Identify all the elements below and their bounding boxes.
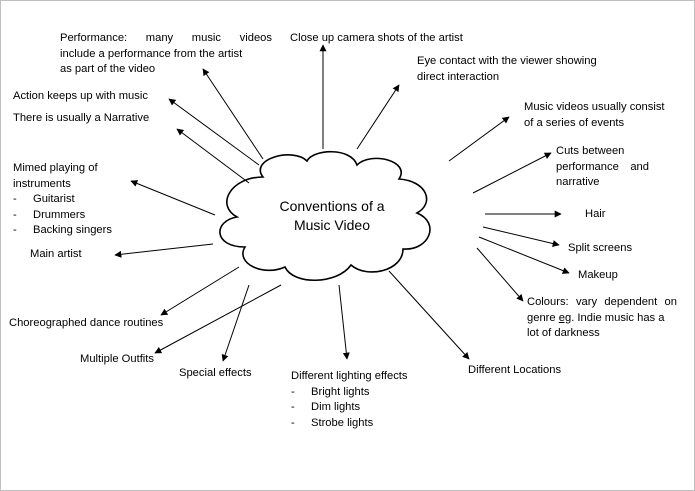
node-lighting-title: Different lighting effects <box>291 370 408 382</box>
arrow-series <box>448 116 510 162</box>
node-action: Action keeps up with music <box>13 90 148 102</box>
node-colours-line-2: genre eg. Indie music has a <box>527 311 665 324</box>
arrow-action <box>168 98 260 166</box>
node-series-line-1: Music videos usually consist <box>524 101 665 113</box>
central-topic-line-2: Music Video <box>293 217 370 233</box>
node-mimed-bullet-3: -Backing singers <box>13 224 112 236</box>
central-cloud <box>219 151 431 282</box>
node-performance: Performance: many music videos include a… <box>60 31 272 78</box>
node-narrative: There is usually a Narrative <box>13 112 150 124</box>
central-topic: Conventions of a Music Video <box>257 197 407 235</box>
node-mimed-line-2: instruments <box>13 177 71 190</box>
node-colours-line-3: lot of darkness <box>527 327 600 339</box>
node-cuts-line-1: Cuts between <box>556 145 625 157</box>
arrow-cuts <box>472 152 552 194</box>
arrow-performance <box>202 68 264 160</box>
arrow-makeup <box>478 236 570 274</box>
arrow-lighting <box>338 284 350 360</box>
node-colours: Colours: vary dependent on genre eg. Ind… <box>527 295 677 342</box>
arrow-split <box>482 226 560 247</box>
node-performance-line-1: Performance: many music videos <box>60 32 272 44</box>
node-eye-contact-line-2: direct interaction <box>417 70 500 83</box>
node-performance-line-3: as part of the video <box>60 63 156 75</box>
arrow-narrative <box>176 128 250 184</box>
node-cuts-line-3: narrative <box>556 176 600 188</box>
node-cuts: Cuts between performance and narrative <box>556 144 649 191</box>
node-lighting-bullet-1: -Bright lights <box>291 385 370 398</box>
node-mimed: Mimed playing of instruments -Guitarist … <box>13 161 112 239</box>
node-series: Music videos usually consist of a series… <box>524 100 665 131</box>
arrow-special <box>221 284 250 362</box>
node-outfits: Multiple Outfits <box>80 353 154 365</box>
arrow-outfits <box>154 284 282 354</box>
node-eye-contact: Eye contact with the viewer showing dire… <box>417 54 597 85</box>
node-mimed-bullet-2: -Drummers <box>13 208 86 221</box>
node-series-line-2: of a series of events <box>524 116 625 129</box>
node-eye-contact-line-1: Eye contact with the viewer showing <box>417 55 597 67</box>
node-mimed-line-1: Mimed playing of <box>13 162 98 174</box>
node-hair: Hair <box>585 208 606 220</box>
node-cuts-line-2: performance and <box>556 160 649 173</box>
node-special: Special effects <box>179 367 252 379</box>
node-main-artist: Main artist <box>30 248 82 260</box>
arrow-eye-contact <box>356 84 400 150</box>
arrow-mimed <box>130 180 216 216</box>
node-split: Split screens <box>568 242 633 254</box>
node-locations: Different Locations <box>468 364 562 376</box>
node-colours-line-1: Colours: vary dependent on <box>527 296 677 308</box>
arrow-colours <box>476 247 524 302</box>
arrow-locations <box>388 270 470 360</box>
node-choreo: Choreographed dance routines <box>9 317 164 329</box>
node-closeup: Close up camera shots of the artist <box>290 32 463 44</box>
arrow-main-artist <box>114 243 214 258</box>
node-mimed-bullet-1: -Guitarist <box>13 193 75 205</box>
node-lighting: Different lighting effects -Bright light… <box>291 369 408 431</box>
node-performance-line-2: include a performance from the artist <box>60 47 243 60</box>
central-topic-line-1: Conventions of a <box>279 198 385 214</box>
node-makeup: Makeup <box>578 269 618 281</box>
arrow-choreo <box>160 266 240 316</box>
node-lighting-bullet-2: -Dim lights <box>291 401 361 413</box>
node-lighting-bullet-3: -Strobe lights <box>291 416 374 429</box>
